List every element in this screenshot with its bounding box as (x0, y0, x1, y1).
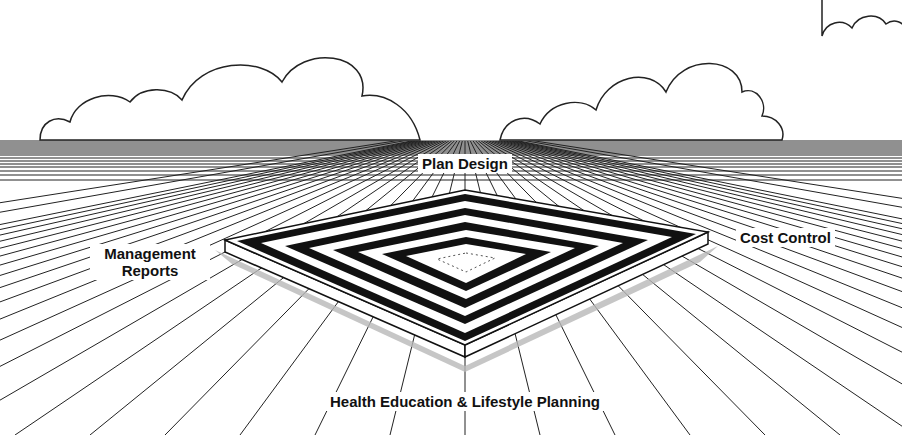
platform-ring (237, 194, 696, 341)
cloud (40, 58, 420, 140)
platform-ring (382, 237, 551, 291)
platform-ring (261, 201, 672, 333)
platform-label: Cost Control (736, 228, 835, 247)
platform-ring (406, 244, 526, 283)
cloud (822, 0, 902, 36)
platform-label: Management Reports (90, 244, 210, 280)
platform-top (225, 190, 708, 345)
horizon-lines (0, 141, 902, 180)
perspective-rays (0, 141, 902, 435)
platform-label: Plan Design (418, 154, 512, 173)
platform-ring (333, 222, 599, 308)
cloud (500, 63, 783, 140)
platform-center (437, 253, 495, 272)
platform-ring (285, 208, 648, 324)
platform-label: Health Education & Lifestyle Planning (326, 392, 604, 411)
platform-ring (358, 230, 575, 299)
platform-ring (309, 215, 623, 316)
